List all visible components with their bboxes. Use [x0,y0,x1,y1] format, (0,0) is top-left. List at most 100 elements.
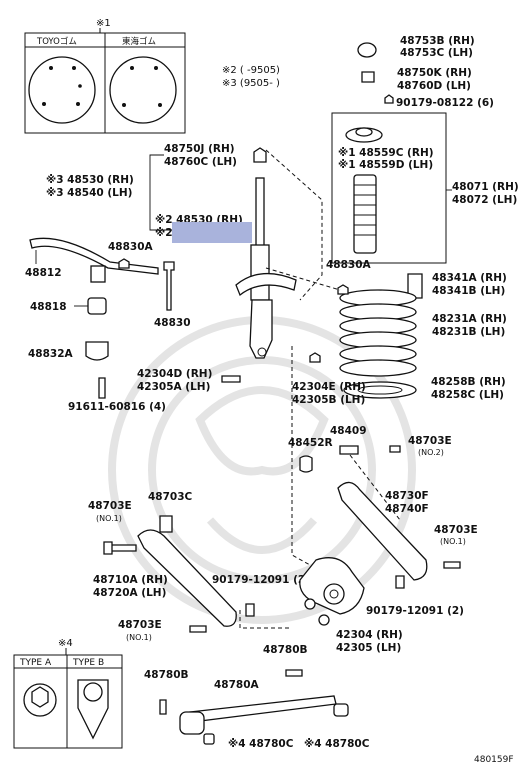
bolt-48780b-right [285,669,303,677]
label-48703e-bottom-no: (NO.1) [126,633,152,642]
label-48753-rh: 48753B (RH) [400,35,475,47]
nut-48780c-left [203,733,215,745]
label-48452r: 48452R [288,437,333,449]
label-48740f: 48740F [385,503,429,515]
nut-90179-right [395,575,405,589]
label-48341a: 48341A (RH) [432,272,507,284]
bolt-48409 [339,445,359,455]
nut-48830a-left [118,258,130,269]
bolt-48703e-bottom [189,625,207,633]
trailing-arm-48780a [189,695,337,723]
shock-absorber [235,147,297,359]
note4-type-a: TYPE A [19,658,52,668]
stabilizer-bracket [85,341,109,361]
label-48530: ※3 48530 (RH) [46,174,134,186]
label-42304e: 42304E (RH) [292,381,366,393]
note4-type-b: TYPE B [72,658,104,668]
label-48780c-right: ※4 48780C [304,738,370,750]
bolt-42304d [221,375,241,383]
bump-stopper [407,273,423,299]
label-48231a: 48231A (RH) [432,313,507,325]
label-48703e-right: 48703E [434,524,478,536]
note4-box: ※4 TYPE A TYPE B [13,638,123,749]
lower-arm-48710a [137,529,237,627]
label-48780a: 48780A [214,679,260,691]
note1-col-a: TOYOゴム [36,36,77,47]
label-48760c: 48760C (LH) [164,156,237,168]
label-48703e-top: 48703E [408,435,452,447]
label-90179-12091-right: 90179-12091 (2) [366,605,464,617]
nut-48830a-right [337,284,349,295]
label-48559c: ※1 48559C (RH) [338,147,434,159]
label-42305a: 42305A (LH) [137,381,210,393]
label-48730f: 48730F [385,490,429,502]
label-48780c-left: ※4 48780C [228,738,294,750]
bolt-48703e-left [103,541,137,555]
rear-axle-carrier [299,557,365,626]
label-42305b: 42305B (LH) [292,394,365,406]
stabilizer-bushing [87,297,107,315]
stabilizer-link [163,261,175,311]
label-48832a: 48832A [28,348,74,360]
label-48540: ※3 48540 (LH) [46,187,132,199]
strut-support-box [331,112,447,264]
label-48830: 48830 [154,317,191,329]
note1-mark: ※1 [96,18,111,29]
washer-48452r [299,455,313,473]
note1-box: ※1 TOYOゴム 東海ゴム [24,18,186,134]
label-42304: 42304 (RH) [336,629,403,641]
note4-mark: ※4 [58,638,73,649]
label-48753-lh: 48753C (LH) [400,47,473,59]
label-48818: 48818 [30,301,67,313]
label-48703e-left-no: (NO.1) [96,514,122,523]
figure-code: 480159F [474,755,514,765]
label-48780b-right: 48780B [263,644,308,656]
label-48703e-left: 48703E [88,500,132,512]
label-90179-08122: 90179-08122 (6) [396,97,494,109]
label-48710a: 48710A (RH) [93,574,168,586]
date-note-2: ※2 ( -9505) [222,65,280,76]
label-48071: 48071 (RH) [452,181,519,193]
label-48830a-left: 48830A [108,241,154,253]
label-42305: 42305 (LH) [336,642,401,654]
label-48341b: 48341B (LH) [432,285,505,297]
bushing-48780c-left [179,711,205,735]
date-note-3: ※3 (9505- ) [222,78,280,89]
label-48750-lh: 48760D (LH) [397,80,471,92]
nut-42304e [309,352,321,363]
label-48559d: ※1 48559D (LH) [338,159,433,171]
label-48703c: 48703C [148,491,193,503]
bolt-48780b-left [159,699,167,715]
coil-spring [339,289,417,377]
label-48072: 48072 (LH) [452,194,517,206]
label-48258b: 48258B (RH) [431,376,506,388]
strut-top-parts [357,42,394,104]
bolt-48703e-right [443,561,461,569]
label-42304d: 42304D (RH) [137,368,212,380]
label-48720a: 48720A (LH) [93,587,166,599]
bolt-91611 [98,377,106,399]
label-48409: 48409 [330,425,367,437]
label-48812: 48812 [25,267,62,279]
lower-arm-48730f [337,481,428,581]
label-48830a-right: 48830A [326,259,372,271]
label-48231b: 48231B (LH) [432,326,505,338]
assembly-guides [239,149,401,629]
spring-insulator [343,381,417,399]
label-48780b-left: 48780B [144,669,189,681]
label-48703e-right-no: (NO.1) [440,537,466,546]
bushing-48780c-right [333,703,349,717]
label-48750j: 48750J (RH) [164,143,235,155]
washer-48703c [159,515,173,533]
note1-col-b: 東海ゴム [122,36,156,47]
label-48258c: 48258C (LH) [431,389,504,401]
label-48750-rh: 48750K (RH) [397,67,472,79]
label-48530-note2: ※2 [155,227,173,239]
label-90179-12091-left: 90179-12091 (2) [212,574,310,586]
label-48703e-bottom: 48703E [118,619,162,631]
redaction-highlight [172,222,252,243]
label-48703e-top-no: (NO.2) [418,448,444,457]
label-91611: 91611-60816 (4) [68,401,166,413]
bolt-48703e-no2 [389,445,401,453]
